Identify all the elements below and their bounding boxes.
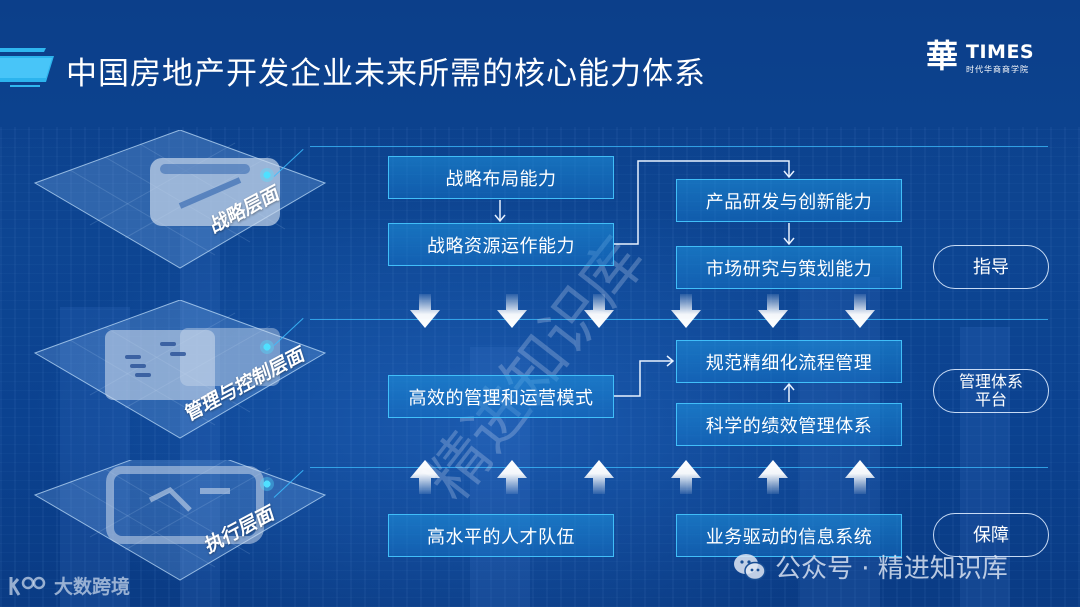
section-divider-top <box>310 146 1048 147</box>
arrow-down-icon <box>845 294 875 328</box>
wechat-watermark-text: 公众号 · 精进知识库 <box>775 554 1008 584</box>
chart-window-icon <box>33 441 327 581</box>
pill-platform-line2: 平台 <box>974 390 1007 409</box>
box-talent-team: 高水平的人才队伍 <box>388 514 614 557</box>
box-efficient-management: 高效的管理和运营模式 <box>388 375 614 418</box>
arrow-down-icon <box>497 294 527 328</box>
wechat-icon <box>734 553 766 580</box>
arrow-up-icon <box>410 460 440 494</box>
arrow-down-icon <box>584 294 614 328</box>
times-logo: 華 TIMES 时代华商商学院 <box>926 38 1034 75</box>
logo-mark: 華 <box>926 37 959 75</box>
page-title: 中国房地产开发企业未来所需的核心能力体系 <box>66 56 706 92</box>
box-strategy-layout: 战略布局能力 <box>388 156 614 199</box>
box-info-system: 业务驱动的信息系统 <box>676 514 902 557</box>
box-market-research: 市场研究与策划能力 <box>676 246 902 289</box>
layer-execution: 执行层面 <box>30 441 330 600</box>
pill-guide-label: 指导 <box>973 256 1009 278</box>
section-divider-bottom <box>310 467 1048 468</box>
arrow-down-icon <box>410 294 440 328</box>
pill-support-label: 保障 <box>973 524 1009 546</box>
arrow-up-icon <box>584 460 614 494</box>
pill-management-platform: 管理体系 平台 <box>933 369 1049 413</box>
box-strategy-resource: 战略资源运作能力 <box>388 223 614 266</box>
arrow-down-icon <box>671 294 701 328</box>
arrow-up-icon <box>671 460 701 494</box>
layer-management-control: 管理与控制层面 <box>30 299 330 440</box>
box-product-rd: 产品研发与创新能力 <box>676 179 902 222</box>
bottom-left-logo-text: 大数跨境 <box>54 576 131 598</box>
document-list-icon <box>33 299 327 439</box>
pill-platform-line1: 管理体系 <box>958 372 1023 391</box>
logo-subtitle: 时代华商商学院 <box>966 65 1030 74</box>
briefcase-icon <box>33 129 327 269</box>
k100-logo-icon <box>9 576 46 596</box>
layer-strategy: 战略层面 <box>30 129 330 270</box>
pill-guide: 指导 <box>933 245 1049 289</box>
pill-support: 保障 <box>933 513 1049 557</box>
layer-node-dot <box>260 477 274 491</box>
box-process-management: 规范精细化流程管理 <box>676 340 902 383</box>
box-performance-management: 科学的绩效管理体系 <box>676 403 902 446</box>
logo-name: TIMES <box>966 41 1035 63</box>
layer-node-dot <box>260 168 274 182</box>
layer-node-dot <box>260 340 274 354</box>
bottom-left-logo: 大数跨境 <box>8 572 130 599</box>
arrow-up-icon <box>845 460 875 494</box>
arrow-up-icon <box>497 460 527 494</box>
wechat-watermark: 公众号 · 精进知识库 <box>733 548 1008 585</box>
arrow-up-icon <box>758 460 788 494</box>
arrow-down-icon <box>758 294 788 328</box>
title-accent-icon <box>0 48 54 87</box>
